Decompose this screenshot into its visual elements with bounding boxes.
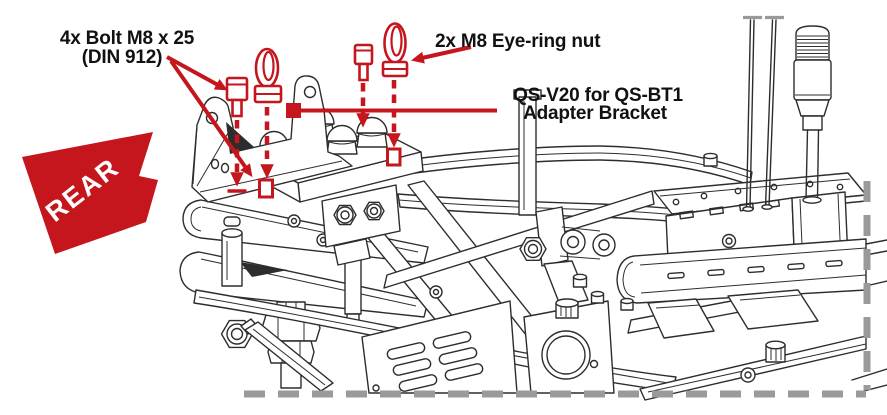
mount-hole-marker-1 bbox=[258, 178, 274, 199]
right-platform bbox=[616, 152, 887, 393]
callout-square-bracket bbox=[286, 103, 301, 118]
red-annotations bbox=[166, 22, 497, 199]
bracket-callout-label-line1: QS-V20 for QS-BT1 bbox=[513, 85, 683, 106]
frame-nuts bbox=[572, 273, 634, 311]
mount-hole-marker-2 bbox=[386, 147, 402, 167]
antenna-poles bbox=[742, 19, 777, 212]
bracket-callout-label-line2: Adapter Bracket bbox=[523, 103, 668, 124]
hydraulic-fitting bbox=[220, 301, 334, 392]
bolt-illustration-2 bbox=[353, 43, 374, 82]
callout-labels: 4x Bolt M8 x 25 (DIN 912) 2x M8 Eye-ring… bbox=[60, 28, 684, 124]
callout-arrow-bolt-a bbox=[166, 55, 228, 91]
callout-arrow-bolt-b bbox=[169, 59, 253, 178]
callout-arrow-eyering bbox=[411, 45, 472, 64]
cutoff-marks bbox=[244, 15, 871, 398]
bolt-callout-label-line1: 4x Bolt M8 x 25 bbox=[60, 28, 195, 49]
rear-arrow-icon bbox=[22, 132, 158, 254]
camera-unit bbox=[523, 298, 615, 394]
eye-ring-nut-illustration-1 bbox=[253, 47, 283, 104]
mid-post-clevis bbox=[513, 89, 616, 306]
signal-beacon bbox=[793, 25, 832, 204]
bolt-callout-label-line2: (DIN 912) bbox=[82, 47, 163, 68]
rear-direction-marker: REAR bbox=[22, 132, 158, 254]
eye-ring-nut-illustration-2 bbox=[381, 22, 409, 78]
eyering-callout-label: 2x M8 Eye-ring nut bbox=[435, 31, 601, 52]
machine-line-art bbox=[179, 19, 887, 401]
bolt-illustration-1 bbox=[225, 76, 249, 118]
